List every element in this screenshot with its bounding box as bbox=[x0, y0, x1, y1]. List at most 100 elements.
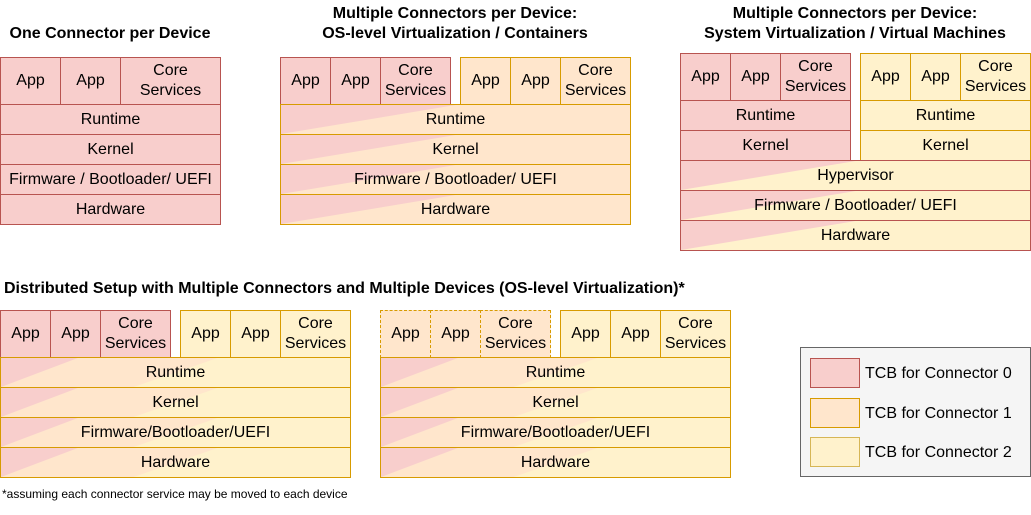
d2-firmware: Firmware / Bootloader/ UEFI bbox=[280, 164, 631, 195]
d4a-hardware: Hardware bbox=[0, 447, 351, 478]
d4b-c1-app-2-label: App bbox=[621, 325, 650, 342]
d2-c0-app-2: App bbox=[330, 57, 381, 105]
d4a-hardware-label: Hardware bbox=[140, 453, 211, 471]
d4a-kernel: Kernel bbox=[0, 387, 351, 418]
d2-runtime: Runtime bbox=[280, 104, 631, 135]
d4a-kernel-label: Kernel bbox=[152, 393, 199, 411]
legend-swatch-connector-2 bbox=[810, 437, 860, 467]
d4b-c1-core-line1: Core bbox=[678, 315, 713, 332]
d1-hardware-label: Hardware bbox=[75, 200, 146, 218]
d1-kernel: Kernel bbox=[0, 134, 221, 165]
legend-label-connector-2: TCB for Connector 2 bbox=[865, 444, 1012, 461]
d4b-hardware-label: Hardware bbox=[520, 453, 591, 471]
d3-vm0-runtime: Runtime bbox=[680, 100, 851, 131]
d4a-c1-core-line2: Services bbox=[284, 335, 347, 352]
d4b-c0-app-1: App bbox=[380, 310, 431, 358]
title-distributed-setup: Distributed Setup with Multiple Connecto… bbox=[4, 280, 685, 297]
title-os-virtualization: Multiple Connectors per Device: OS-level… bbox=[280, 4, 630, 44]
d3-vm0-kernel: Kernel bbox=[680, 130, 851, 161]
d3-vm1-app-2-label: App bbox=[921, 68, 950, 85]
d3-vm0-app-2: App bbox=[730, 53, 781, 101]
d4b-kernel: Kernel bbox=[380, 387, 731, 418]
d4a-c0-core-line1: Core bbox=[118, 315, 153, 332]
title-os-virtualization-line1: Multiple Connectors per Device: bbox=[332, 5, 578, 22]
d3-hardware: Hardware bbox=[680, 220, 1031, 251]
d4b-c0-core-line2: Services bbox=[484, 335, 547, 352]
d3-vm1-kernel: Kernel bbox=[860, 130, 1031, 161]
d1-core-line1: Core bbox=[153, 62, 188, 79]
d3-vm0-core-line2: Services bbox=[784, 78, 847, 95]
d4a-runtime: Runtime bbox=[0, 357, 351, 388]
d2-c0-app-1-label: App bbox=[291, 72, 320, 89]
d4a-c0-app-2: App bbox=[50, 310, 101, 358]
d4b-c0-app-2-label: App bbox=[441, 325, 470, 342]
d4a-c1-app-1: App bbox=[180, 310, 231, 358]
d2-c0-app-1: App bbox=[280, 57, 331, 105]
d2-firmware-label: Firmware / Bootloader/ UEFI bbox=[354, 170, 557, 188]
d3-vm1-app-1: App bbox=[860, 53, 911, 101]
d2-c1-app-1-label: App bbox=[471, 72, 500, 89]
d2-c0-app-2-label: App bbox=[341, 72, 370, 89]
d4a-c1-core-line1: Core bbox=[298, 315, 333, 332]
d3-vm1-core-line1: Core bbox=[978, 58, 1013, 75]
d1-app-2-label: App bbox=[76, 72, 105, 89]
legend-swatch-connector-1 bbox=[810, 398, 860, 428]
d4a-c0-app-1-label: App bbox=[11, 325, 40, 342]
d4a-c1-app-1-label: App bbox=[191, 325, 220, 342]
title-vm-virtualization-line1: Multiple Connectors per Device: bbox=[732, 5, 978, 22]
d2-c1-core-line2: Services bbox=[564, 82, 627, 99]
d1-hardware: Hardware bbox=[0, 194, 221, 225]
d4a-firmware-label: Firmware/Bootloader/UEFI bbox=[80, 423, 271, 441]
d4b-c1-app-2: App bbox=[610, 310, 661, 358]
d3-vm1-runtime: Runtime bbox=[860, 100, 1031, 131]
d3-hypervisor-label: Hypervisor bbox=[817, 166, 894, 184]
d4b-runtime: Runtime bbox=[380, 357, 731, 388]
d1-core-line2: Services bbox=[139, 82, 202, 99]
d4b-c1-app-1: App bbox=[560, 310, 611, 358]
d4b-c0-app-1-label: App bbox=[391, 325, 420, 342]
d4a-c0-app-2-label: App bbox=[61, 325, 90, 342]
d3-firmware-label: Firmware / Bootloader/ UEFI bbox=[754, 196, 957, 214]
d3-vm0-runtime-label: Runtime bbox=[735, 106, 796, 124]
d1-app-1: App bbox=[0, 57, 61, 105]
d3-vm1-runtime-label: Runtime bbox=[915, 106, 976, 124]
d2-c1-app-1: App bbox=[460, 57, 511, 105]
d1-firmware-label: Firmware / Bootloader/ UEFI bbox=[9, 170, 212, 188]
d4b-c1-core-line2: Services bbox=[664, 335, 727, 352]
footnote: *assuming each connector service may be … bbox=[2, 487, 348, 501]
d3-vm1-app-1-label: App bbox=[871, 68, 900, 85]
d3-vm1-kernel-label: Kernel bbox=[922, 136, 969, 154]
legend-label-connector-1: TCB for Connector 1 bbox=[865, 405, 1012, 422]
d2-kernel: Kernel bbox=[280, 134, 631, 165]
d4b-c0-app-2: App bbox=[430, 310, 481, 358]
d3-hardware-label: Hardware bbox=[820, 226, 891, 244]
d2-hardware: Hardware bbox=[280, 194, 631, 225]
title-vm-virtualization-line2: System Virtualization / Virtual Machines bbox=[704, 25, 1006, 42]
title-os-virtualization-line2: OS-level Virtualization / Containers bbox=[322, 25, 588, 42]
title-vm-virtualization: Multiple Connectors per Device: System V… bbox=[680, 4, 1030, 44]
d3-vm0-app-1: App bbox=[680, 53, 731, 101]
d3-vm0-kernel-label: Kernel bbox=[742, 136, 789, 154]
d2-c0-core-line1: Core bbox=[398, 62, 433, 79]
d1-runtime: Runtime bbox=[0, 104, 221, 135]
d4a-c0-core-line2: Services bbox=[104, 335, 167, 352]
d4b-kernel-label: Kernel bbox=[532, 393, 579, 411]
d2-hardware-label: Hardware bbox=[420, 200, 491, 218]
d4b-c0-core-line1: Core bbox=[498, 315, 533, 332]
d4a-c1-app-2: App bbox=[230, 310, 281, 358]
d3-vm1-core-line2: Services bbox=[964, 78, 1027, 95]
title-one-connector: One Connector per Device bbox=[9, 25, 211, 42]
d2-c1-app-2: App bbox=[510, 57, 561, 105]
d4b-firmware-label: Firmware/Bootloader/UEFI bbox=[460, 423, 651, 441]
